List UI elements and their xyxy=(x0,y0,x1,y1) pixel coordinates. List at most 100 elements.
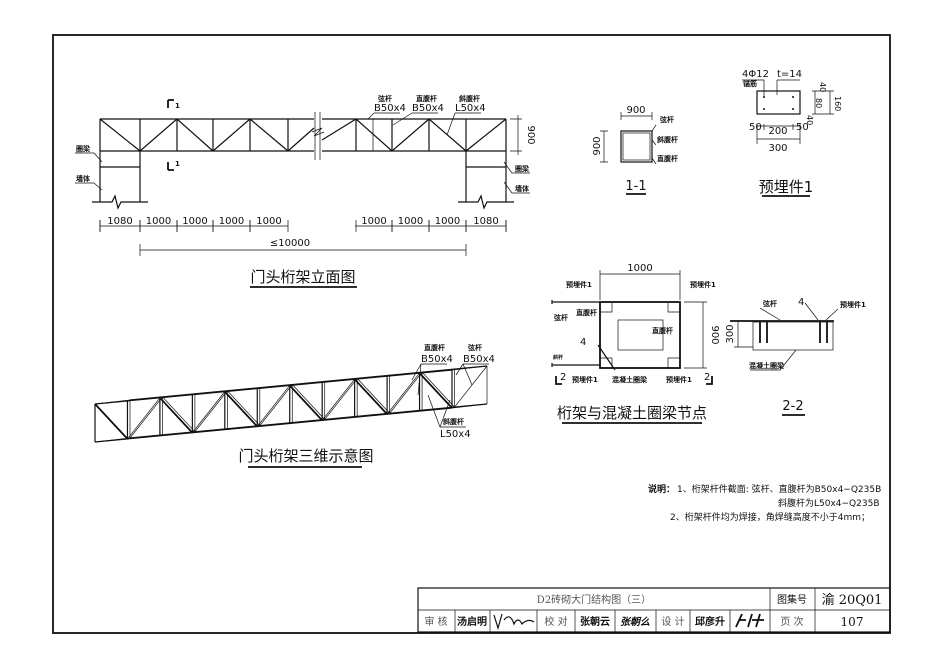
page-number: 107 xyxy=(841,615,864,629)
diagonal-member xyxy=(465,118,507,152)
diagonal xyxy=(94,403,129,440)
diagonal xyxy=(256,385,291,427)
strut xyxy=(354,412,390,418)
truss-elevation: 1 1 900 圈梁 墙体 圈梁 墙体 弦杆 B50x4 直腹杆 B50x4 斜… xyxy=(75,94,536,288)
height-dim: 300 xyxy=(725,324,736,343)
embed-label-bl: 预埋件1 xyxy=(572,375,598,384)
strut xyxy=(354,374,390,380)
dim-50-left: 50 xyxy=(749,122,762,133)
diagonal xyxy=(421,371,455,408)
strut xyxy=(451,403,488,409)
embed-label: 预埋件1 xyxy=(840,300,866,309)
elevation-title: 门头桁架立面图 xyxy=(250,268,355,286)
chord-label: 弦杆 xyxy=(554,313,568,322)
diagonal-label: 斜腹杆 xyxy=(458,94,480,103)
notes: 说明： 1、桁架杆件截面: 弦杆、直腹杆为B50x4−Q235B 斜腹杆为L50… xyxy=(648,483,881,523)
strut xyxy=(159,393,195,399)
diagonal xyxy=(192,391,226,433)
truss-3d-view xyxy=(94,365,488,443)
review-label: 审 核 xyxy=(424,615,447,628)
embed-label-tr: 预埋件1 xyxy=(690,280,716,289)
height-dim: 900 xyxy=(709,325,720,344)
dim-40-bottom: 40 xyxy=(805,115,814,125)
diagonal-member xyxy=(355,118,393,152)
strut xyxy=(289,419,325,424)
atlas-number: 渝 20Q01 xyxy=(822,592,883,608)
reviewer-signature xyxy=(493,613,535,631)
embed-label-br: 预埋件1 xyxy=(666,375,692,384)
diagonal xyxy=(127,397,161,440)
ring-beam-label-right: 圈梁 xyxy=(515,164,530,173)
diagonal-member xyxy=(391,118,430,152)
strut xyxy=(257,384,293,389)
dim-200: 200 xyxy=(768,126,787,137)
total-dim: ≤10000 xyxy=(270,238,310,249)
diagonal-member xyxy=(321,118,357,141)
strut xyxy=(419,368,455,374)
wall-label-right: 墙体 xyxy=(515,184,530,193)
checker-signature: 张朝么 xyxy=(620,616,650,628)
truss-ring-beam-node: 1000 900 预埋件1 预埋件1 弦杆 直腹杆 直腹杆 4 斜杆 预埋件1 … xyxy=(551,263,720,424)
strut xyxy=(387,409,423,415)
diagonal xyxy=(386,372,420,415)
segment-dim: 1000 xyxy=(398,216,423,227)
3d-view-title: 门头桁架三维示意图 xyxy=(238,447,373,465)
ring-beam-label-left: 圈梁 xyxy=(76,144,91,153)
strut xyxy=(224,387,260,392)
atlas-label: 图集号 xyxy=(777,593,807,606)
embed-label-tl: 预埋件1 xyxy=(566,280,592,289)
strut xyxy=(322,378,358,383)
diagonal xyxy=(159,397,194,434)
ring-beam-label: 混凝土圈梁 xyxy=(612,375,648,384)
chord-label: 弦杆 xyxy=(378,94,392,103)
section-1-1: 900 900 弦杆 斜腹杆 直腹杆 1-1 xyxy=(592,105,678,195)
3d-diagonal-spec: L50x4 xyxy=(440,429,471,440)
chord-label: 弦杆 xyxy=(660,115,674,124)
diagonal-member xyxy=(176,118,214,152)
vertical-spec: B50x4 xyxy=(412,103,444,114)
diagonal-member xyxy=(249,118,289,152)
diagonal xyxy=(353,378,388,415)
diagonal xyxy=(289,384,323,421)
diagonal xyxy=(389,371,423,414)
segment-dim: 1000 xyxy=(256,216,281,227)
diagonal-member xyxy=(287,127,315,152)
left-wall xyxy=(92,151,148,210)
title-block: D2砖砌大门结构图（三） 图集号 渝 20Q01 审 核 汤启明 校 对 张朝云… xyxy=(417,587,891,633)
weld-size: 4 xyxy=(798,297,804,308)
dim-300: 300 xyxy=(768,143,787,154)
dim-50-right: 50 xyxy=(796,122,809,133)
vertical-label-right: 直腹杆 xyxy=(652,326,673,335)
embedded-part-1: 4Φ12 锚筋 t=14 50 200 50 300 40 80 40 160 … xyxy=(742,69,842,197)
section-2-2: 300 弦杆 4 预埋件1 混凝土圈梁 2-2 xyxy=(725,297,866,416)
segment-dim: 1000 xyxy=(146,216,171,227)
strut xyxy=(192,428,228,434)
right-wall xyxy=(458,151,514,210)
check-label: 校 对 xyxy=(544,615,567,628)
diagonal-label: 斜腹杆 xyxy=(656,135,678,144)
note-line-3: 2、桁架杆件均为焊接，角焊缝高度不小于4mm； xyxy=(670,511,870,523)
vertical-label: 直腹杆 xyxy=(657,154,678,163)
diagonal xyxy=(224,391,258,428)
diagonal-member xyxy=(428,118,467,152)
diagonal-member xyxy=(139,118,178,152)
strut xyxy=(127,434,163,440)
designer-name: 邱彦升 xyxy=(695,615,725,628)
diagonal-spec: L50x4 xyxy=(455,103,486,114)
anchor-spec: 4Φ12 xyxy=(742,69,769,80)
strut xyxy=(257,422,293,427)
wall-label-left: 墙体 xyxy=(76,174,91,183)
3d-chord-spec: B50x4 xyxy=(463,354,495,365)
strut xyxy=(94,437,131,443)
diagonal xyxy=(292,384,325,420)
embedded-part-title: 预埋件1 xyxy=(759,178,814,196)
segment-dim: 1000 xyxy=(182,216,207,227)
dim-80: 80 xyxy=(814,98,823,108)
ring-beam-label: 混凝土圈梁 xyxy=(749,361,785,370)
strut xyxy=(451,365,488,371)
brace-label: 斜杆 xyxy=(552,354,563,361)
diagonal xyxy=(259,384,293,426)
height-dim: 900 xyxy=(592,136,603,155)
segment-dim: 1080 xyxy=(473,216,498,227)
dim-160: 160 xyxy=(833,96,842,111)
